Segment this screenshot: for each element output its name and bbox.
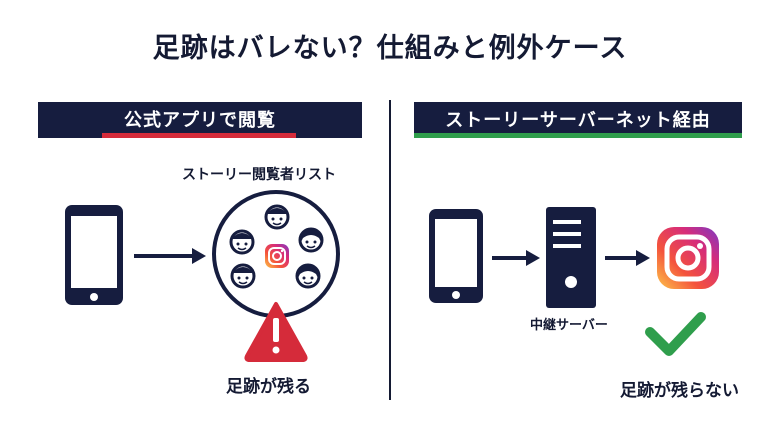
checkmark-icon [645, 312, 706, 356]
viewer-list-label: ストーリー閲覧者リスト [182, 167, 336, 183]
smartphone-icon [65, 205, 123, 305]
banner-official-app-label: 公式アプリで閲覧 [124, 109, 276, 131]
face-icon [230, 263, 256, 289]
banner-official-app: 公式アプリで閲覧 [38, 102, 362, 138]
arrow-right-icon [605, 250, 650, 266]
relay-server-label: 中継サーバー [530, 318, 608, 333]
footprint-remains-label: 足跡が残る [226, 377, 311, 397]
warning-icon [244, 302, 308, 362]
arrow-right-icon [134, 248, 206, 264]
face-icon [264, 204, 290, 230]
smartphone-icon [429, 209, 483, 303]
no-footprint-label: 足跡が残らない [620, 381, 739, 401]
page-title: 足跡はバレない？仕組みと例外ケース [152, 33, 628, 64]
instagram-icon [265, 244, 289, 268]
face-icon [295, 263, 321, 289]
server-icon [546, 207, 596, 308]
instagram-icon [657, 227, 719, 289]
arrow-right-icon [492, 250, 540, 266]
center-divider [389, 100, 391, 400]
face-icon [298, 227, 324, 253]
face-icon [229, 229, 255, 255]
banner-accent-green [414, 133, 742, 138]
banner-story-server: ストーリーサーバーネット経由 [414, 102, 742, 138]
banner-accent-red [102, 133, 296, 138]
banner-story-server-label: ストーリーサーバーネット経由 [445, 109, 711, 131]
